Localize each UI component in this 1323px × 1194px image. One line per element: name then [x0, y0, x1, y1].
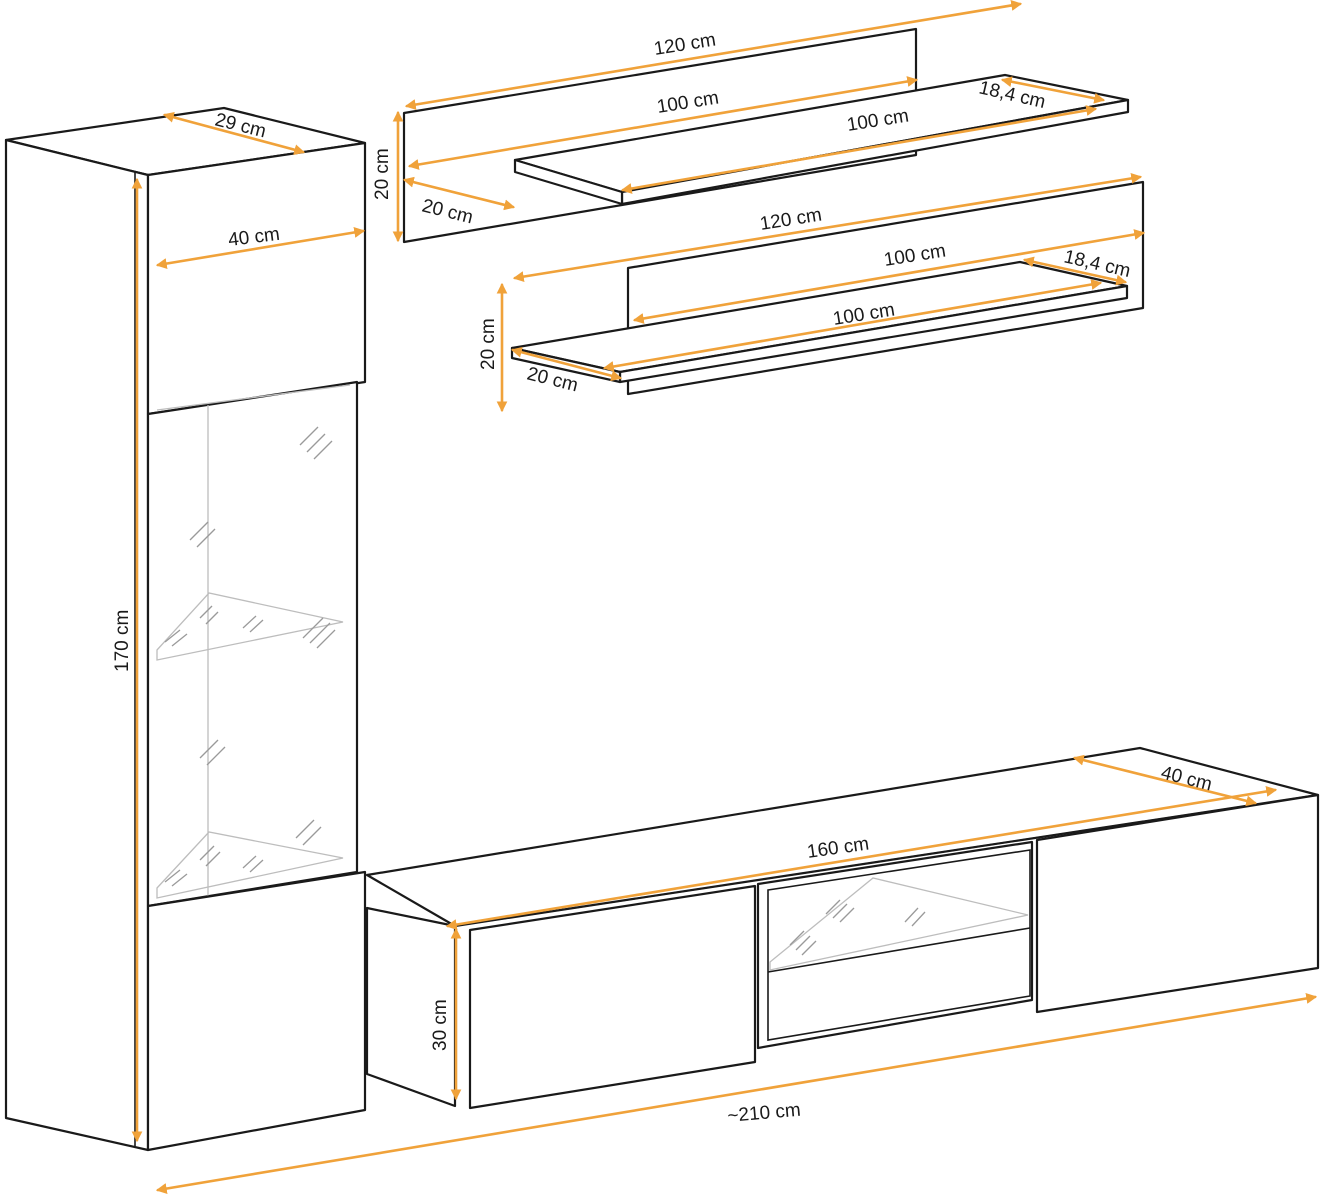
cabinet-glass-shelf-1	[156, 592, 344, 661]
cabinet-top-door	[146, 141, 367, 416]
tv-unit-height-label: 30 cm	[430, 999, 451, 1051]
tv-unit-width-arrow	[445, 786, 1278, 930]
shelf-top-back-depth-arrow	[402, 176, 516, 211]
shelf-top-board-depth-arrow	[1000, 76, 1106, 104]
shelf-top-back-height-label: 20 cm	[372, 148, 393, 200]
cabinet-glass-reflections	[164, 426, 336, 887]
cabinet-glass-section	[146, 380, 359, 908]
shelf-bottom-board-front-arrow	[602, 279, 1103, 372]
cabinet-glass-top	[156, 384, 351, 411]
tv-unit	[365, 746, 1320, 1110]
overall-width-label: ~210 cm	[727, 1100, 802, 1127]
shelf-bottom-back-depth-arrow	[510, 346, 623, 382]
dimension-lines	[131, 0, 1318, 1194]
cabinet-height-label: 170 cm	[112, 610, 133, 672]
cabinet-glass-shelf-2	[156, 831, 344, 899]
overall-width-arrow	[155, 993, 1318, 1194]
shelf-bottom-back-length-arrow	[512, 173, 1143, 282]
shelf-bottom-back-height-label: 20 cm	[478, 318, 499, 370]
cabinet-depth-arrow	[162, 111, 306, 156]
tv-unit-shelf-edge	[767, 927, 1031, 973]
tv-unit-left-door	[468, 884, 757, 1110]
cabinet-width-arrow	[155, 227, 366, 269]
tall-cabinet	[4, 106, 367, 1152]
cabinet-bottom-door	[146, 870, 367, 1152]
shelf-bottom-board-depth-arrow	[1022, 256, 1128, 286]
